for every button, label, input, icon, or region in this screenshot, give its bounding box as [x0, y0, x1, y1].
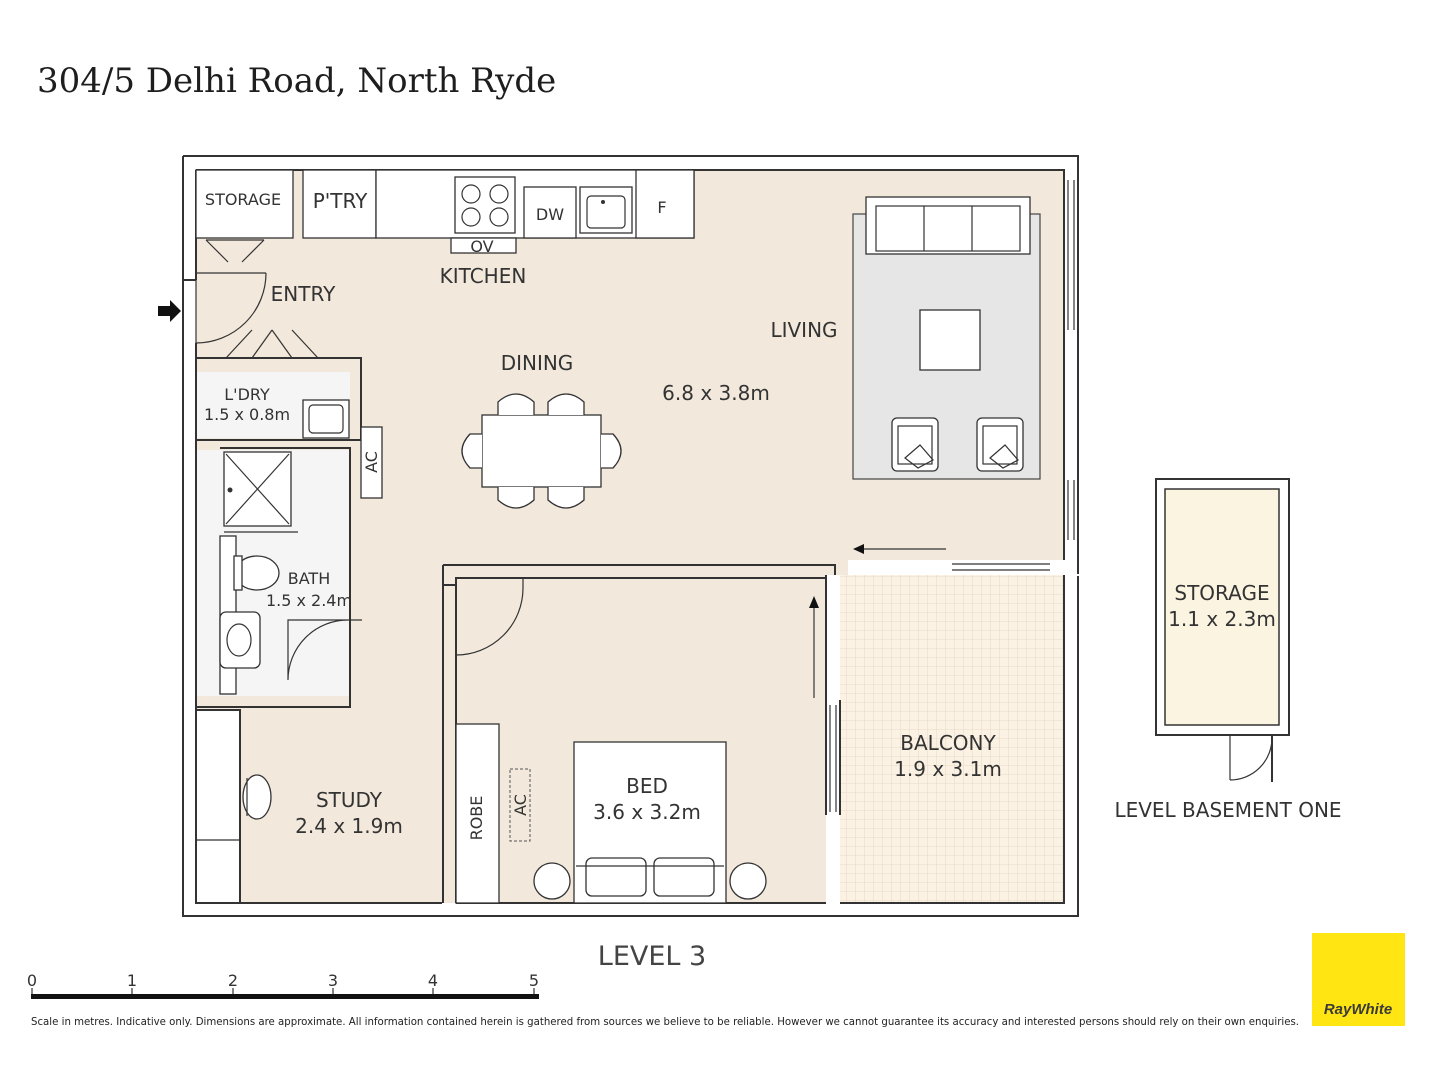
label-living-dimensions: 6.8 x 3.8m: [662, 381, 770, 405]
label-ac-bed: AC: [511, 794, 530, 816]
label-bath-dimensions: 1.5 x 2.4m: [266, 591, 352, 610]
scale-bar: 0 1 2 3 4 5: [27, 971, 539, 999]
label-dining: DINING: [501, 351, 574, 375]
scale-tick-0: 0: [27, 971, 37, 990]
dining-table: [481, 414, 602, 488]
label-level-basement: LEVEL BASEMENT ONE: [1114, 798, 1341, 822]
basement-storage-plan: STORAGE 1.1 x 2.3m LEVEL BASEMENT ONE: [1114, 478, 1342, 822]
label-bed-dimensions: 3.6 x 3.2m: [593, 800, 701, 824]
entry-arrow-icon: [158, 300, 181, 322]
label-robe: ROBE: [467, 796, 486, 841]
storage-area: [1164, 488, 1280, 726]
label-laundry: L'DRY: [224, 385, 270, 404]
page-title: 304/5 Delhi Road, North Ryde: [37, 61, 556, 101]
label-balcony: BALCONY: [900, 731, 996, 755]
scale-tick-2: 2: [228, 971, 238, 990]
label-laundry-dimensions: 1.5 x 0.8m: [204, 405, 290, 424]
robe: [455, 723, 500, 904]
label-study: STUDY: [316, 788, 383, 812]
label-study-dimensions: 2.4 x 1.9m: [295, 814, 403, 838]
ac-unit: [360, 426, 383, 499]
label-entry: ENTRY: [271, 282, 336, 306]
label-dishwasher: DW: [536, 205, 564, 224]
scale-tick-3: 3: [328, 971, 338, 990]
coffee-table: [919, 309, 981, 371]
raywhite-logo: RayWhite: [1312, 933, 1405, 1026]
label-living: LIVING: [770, 318, 837, 342]
label-storage-basement-dimensions: 1.1 x 2.3m: [1168, 607, 1276, 631]
label-kitchen: KITCHEN: [440, 264, 527, 288]
label-storage: STORAGE: [205, 190, 281, 209]
disclaimer-text: Scale in metres. Indicative only. Dimens…: [31, 1015, 1299, 1028]
logo-text: RayWhite: [1324, 1001, 1392, 1018]
label-balcony-dimensions: 1.9 x 3.1m: [894, 757, 1002, 781]
storage-cupboard: [195, 169, 294, 239]
label-pantry: P'TRY: [313, 189, 368, 213]
label-level-main: LEVEL 3: [598, 941, 706, 972]
label-oven: OV: [470, 237, 493, 256]
label-bath: BATH: [288, 569, 330, 588]
oven: [450, 237, 517, 254]
label-fridge: F: [657, 198, 666, 217]
label-bed: BED: [626, 774, 668, 798]
label-ac-hall: AC: [362, 451, 381, 473]
scale-tick-5: 5: [529, 971, 539, 990]
study-desk: [197, 710, 240, 903]
pantry-cupboard: [302, 169, 377, 239]
floor-area: [196, 170, 1064, 903]
scale-tick-1: 1: [127, 971, 137, 990]
outer-wall: [182, 155, 1079, 917]
label-storage-basement: STORAGE: [1174, 581, 1269, 605]
apartment-plan: STORAGE P'TRY DW F OV KITCHEN ENTRY LIVI…: [158, 155, 1079, 917]
scale-tick-4: 4: [428, 971, 438, 990]
